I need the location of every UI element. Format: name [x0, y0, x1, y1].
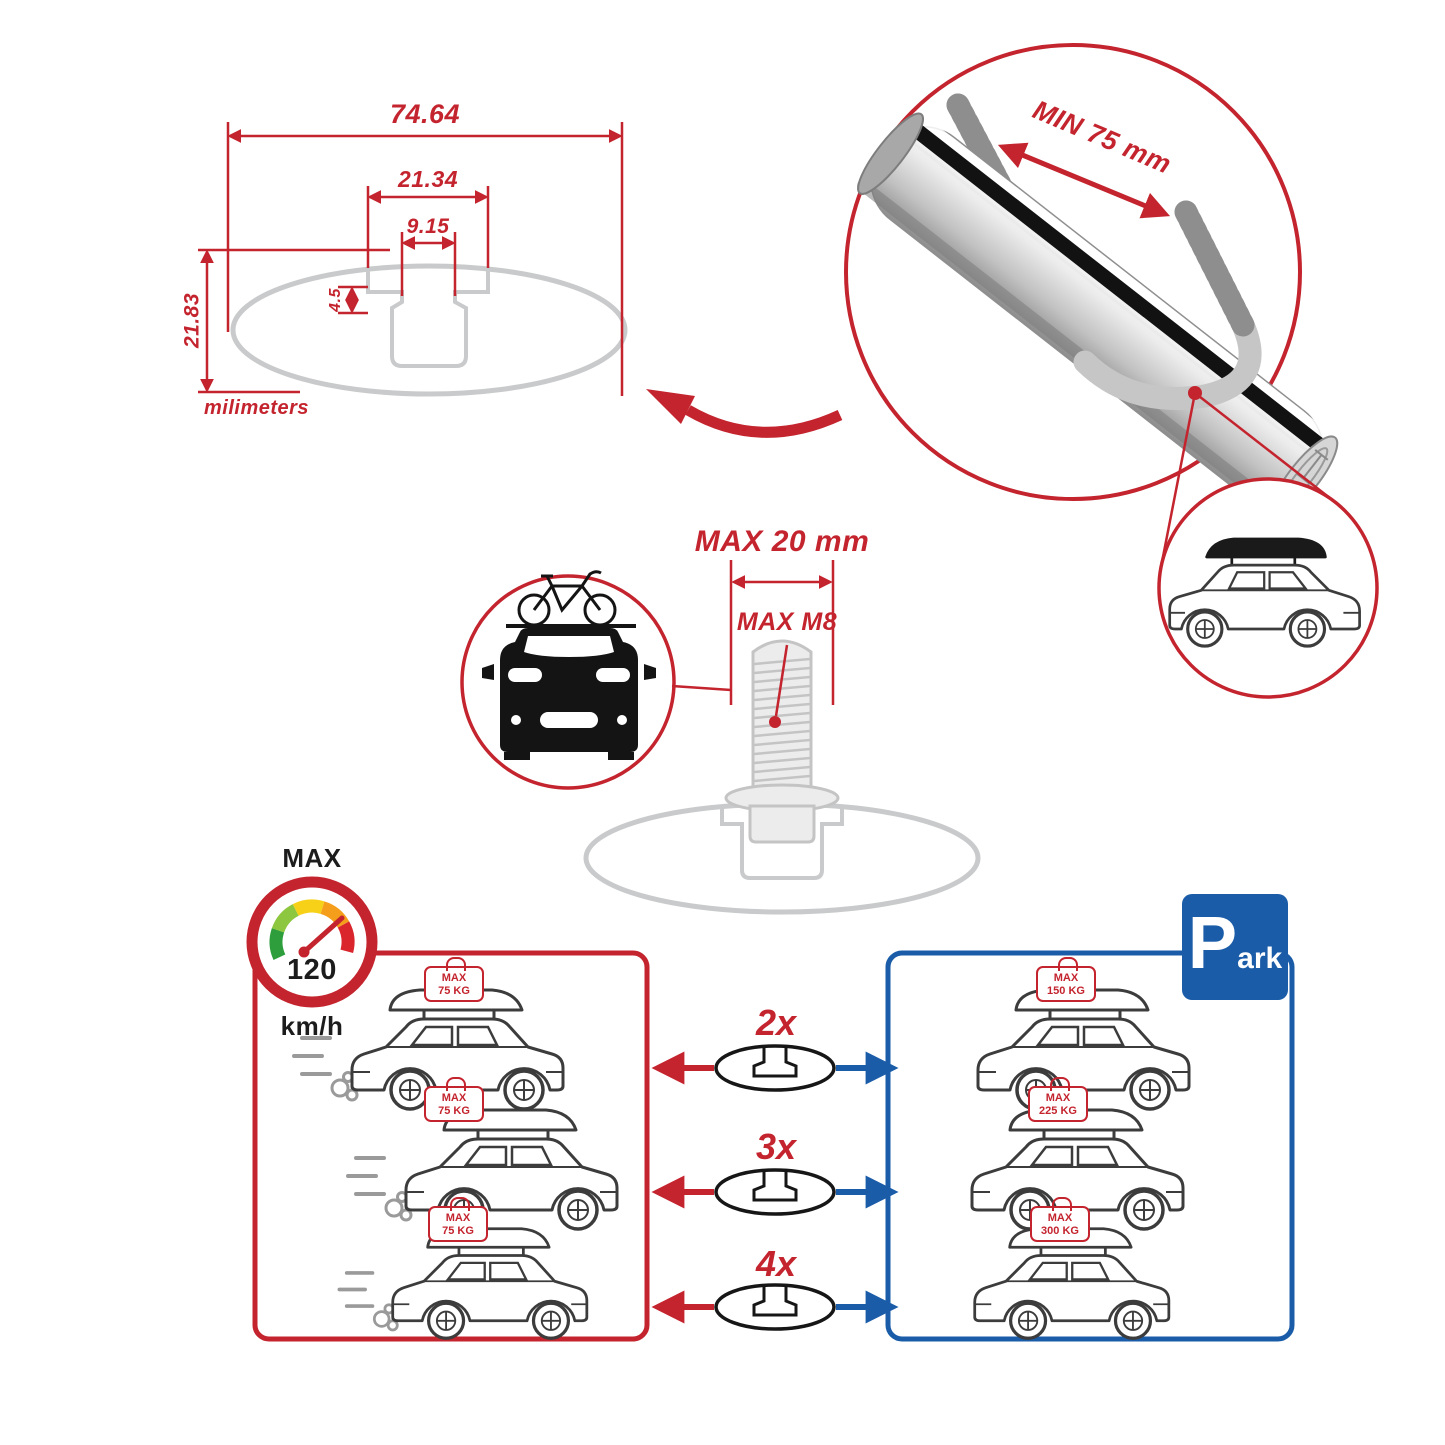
dim-lip-depth: 4.5	[327, 288, 344, 312]
dim-total-height: 21.83	[180, 292, 204, 349]
parking-sign-suffix: ark	[1237, 942, 1283, 975]
profile-dimension-lines	[198, 122, 624, 396]
car-front-body	[500, 628, 638, 752]
tag-max-label: MAX	[445, 1212, 471, 1224]
clamp-point-dot	[1188, 386, 1202, 400]
tag-weight: 150 KG	[1047, 984, 1085, 997]
speed-limit-unit: km/h	[280, 1011, 344, 1041]
headlight-left	[508, 668, 542, 682]
bar-count-4x: 4x	[755, 1243, 797, 1284]
dim-slot-inner-width: 9.15	[406, 215, 450, 238]
tag-weight: 75 KG	[442, 1224, 474, 1237]
dim-total-width: 74.64	[389, 99, 461, 129]
headlight-right	[596, 668, 630, 682]
roof-load-tag-driving-2: MAX 75 KG	[424, 1076, 484, 1123]
mounting-bolt-drawing	[724, 639, 840, 844]
tag-max-label: MAX	[1045, 1092, 1071, 1104]
driving-limit-box	[252, 950, 650, 1342]
bolt-point-dot	[769, 716, 781, 728]
bar-count-row-2	[651, 1168, 899, 1216]
roof-load-tag-driving-3: MAX 75 KG	[428, 1196, 488, 1243]
tag-weight: 75 KG	[438, 1104, 470, 1117]
units-label: milimeters	[204, 397, 310, 419]
min-span-arrow	[997, 142, 1171, 219]
driving-suv-row-3	[337, 1229, 586, 1338]
roof-load-tag-parked-1: MAX 150 KG	[1036, 956, 1096, 1003]
clamp-callout	[1159, 386, 1336, 568]
bar-count-row-3	[651, 1283, 899, 1331]
bike-circle-callout-line	[671, 684, 732, 692]
speedometer-gauge	[246, 876, 378, 1008]
tag-weight: 75 KG	[438, 984, 470, 997]
tag-max-label: MAX	[1047, 1212, 1073, 1224]
tag-weight: 300 KG	[1041, 1224, 1079, 1237]
tag-max-label: MAX	[441, 972, 467, 984]
arrow-to-cross-section	[646, 389, 843, 438]
parking-sign-letter: P	[1187, 901, 1238, 984]
tag-max-label: MAX	[441, 1092, 467, 1104]
bumper-grille	[540, 712, 598, 728]
max-thread-label: MAX M8	[736, 608, 838, 636]
u-bolt-clamp-front	[1073, 200, 1262, 410]
bar-count-row-1	[651, 1044, 899, 1092]
bolt-dimension-lines	[729, 560, 835, 728]
bar-count-2x: 2x	[755, 1002, 797, 1043]
speed-limit-title: MAX	[282, 843, 342, 873]
profile-cross-section-drawing	[230, 263, 628, 397]
max-bolt-length-label: MAX 20 mm	[694, 525, 870, 558]
windshield	[524, 636, 614, 657]
parked-suv-row-3	[975, 1229, 1169, 1338]
tag-weight: 225 KG	[1039, 1104, 1077, 1117]
dim-slot-outer-width: 21.34	[397, 166, 459, 192]
speed-limit-value: 120	[287, 954, 337, 986]
parked-limit-box	[885, 950, 1295, 1342]
roof-load-tag-parked-2: MAX 225 KG	[1028, 1076, 1088, 1123]
car-front-with-bike-art	[482, 570, 656, 760]
gauge-needle	[301, 915, 345, 955]
roof-load-tag-parked-3: MAX 300 KG	[1030, 1196, 1090, 1243]
roof-load-tag-driving-1: MAX 75 KG	[424, 956, 484, 1003]
tag-max-label: MAX	[1053, 972, 1079, 984]
bar-count-3x: 3x	[755, 1126, 797, 1167]
